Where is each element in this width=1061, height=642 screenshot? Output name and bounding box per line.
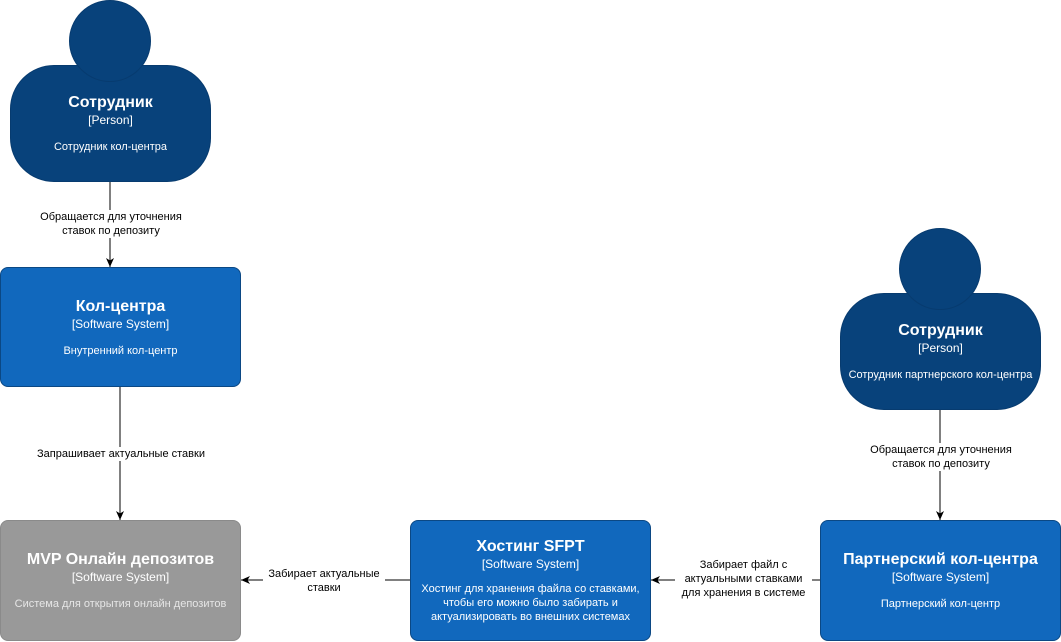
system-callcenter[interactable]: Кол-центра [Software System] Внутренний …: [0, 267, 241, 387]
system-callcenter-desc: Внутренний кол-центр: [63, 344, 178, 357]
person-partner-employee-body[interactable]: Сотрудник [Person] Сотрудник партнерског…: [840, 293, 1041, 410]
system-sfpt-type: [Software System]: [481, 557, 580, 571]
edge-label-employee-to-callcenter: Обращается для уточнения ставок по депоз…: [35, 210, 187, 238]
edge-label-partner-employee-to-partner: Обращается для уточнения ставок по депоз…: [865, 443, 1017, 471]
person-employee-body[interactable]: Сотрудник [Person] Сотрудник кол-центра: [10, 65, 211, 182]
person-partner-employee-desc: Сотрудник партнерского кол-центра: [848, 369, 1033, 381]
system-sfpt[interactable]: Хостинг SFPT [Software System] Хостинг д…: [410, 520, 651, 641]
person-employee-head[interactable]: [69, 0, 151, 82]
system-callcenter-title: Кол-центра: [75, 297, 166, 315]
system-partner[interactable]: Партнерский кол-центра [Software System]…: [820, 520, 1061, 641]
system-partner-type: [Software System]: [891, 570, 990, 584]
system-mvp-title: MVP Онлайн депозитов: [26, 551, 215, 568]
person-partner-employee-head[interactable]: [899, 228, 981, 310]
system-mvp-type: [Software System]: [71, 570, 170, 584]
edge-label-sfpt-to-mvp: Забирает актуальные ставки: [263, 567, 385, 595]
system-partner-title: Партнерский кол-центра: [843, 551, 1038, 568]
system-sfpt-title: Хостинг SFPT: [476, 538, 585, 555]
system-partner-desc: Партнерский кол-центр: [880, 598, 1001, 610]
person-partner-employee-title: Сотрудник: [898, 322, 983, 339]
system-mvp-desc: Система для открытия онлайн депозитов: [14, 598, 227, 610]
system-mvp[interactable]: MVP Онлайн депозитов [Software System] С…: [0, 520, 241, 641]
edge-label-partner-to-sfpt: Забирает файл с актуальными ставками для…: [675, 558, 812, 600]
system-callcenter-type: [Software System]: [71, 316, 170, 331]
person-partner-employee-type: [Person]: [918, 341, 963, 355]
person-employee-desc: Сотрудник кол-центра: [53, 141, 168, 153]
edge-label-callcenter-to-mvp: Запрашивает актуальные ставки: [30, 447, 212, 461]
system-sfpt-desc: Хостинг для хранения файла со ставками, …: [421, 583, 640, 623]
person-employee-type: [Person]: [88, 113, 133, 127]
person-employee-title: Сотрудник: [68, 94, 153, 111]
